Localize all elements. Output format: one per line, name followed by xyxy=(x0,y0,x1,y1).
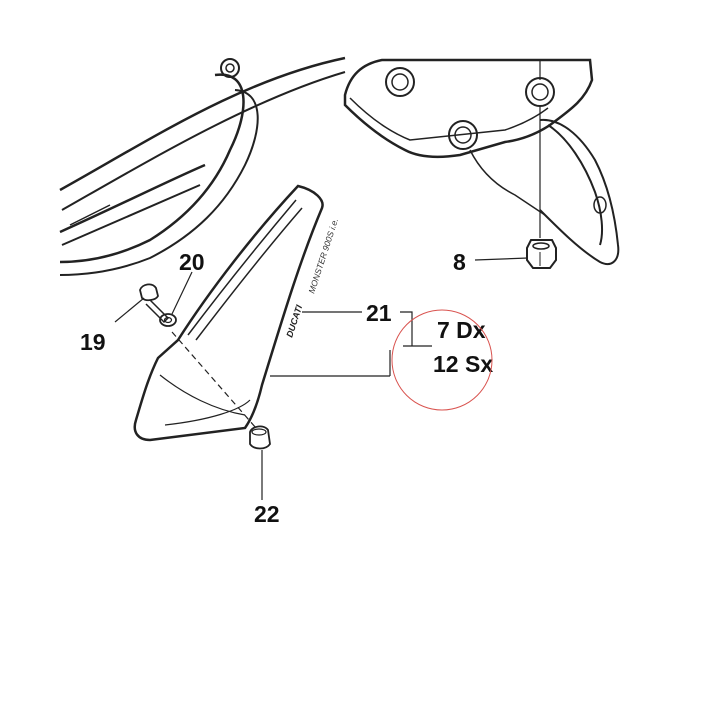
callout-19: 19 xyxy=(80,329,106,355)
mounting-bracket xyxy=(343,58,620,265)
callout-7-dx: 7 Dx xyxy=(437,317,486,343)
bracket-bolt-hole xyxy=(385,67,415,97)
frame-mount-nut xyxy=(220,58,240,78)
part-22-spacer xyxy=(249,425,271,450)
callout-12-sx: 12 Sx xyxy=(433,351,493,377)
assembly-axis-dashed xyxy=(171,331,257,429)
bracket-bolt-hole xyxy=(525,77,555,107)
callout-21: 21 xyxy=(366,300,392,326)
highlight-circle xyxy=(391,309,493,411)
part-21-side-cover: DUCATI MONSTER 900S i.e. xyxy=(133,184,340,442)
part-19-screw xyxy=(139,283,170,324)
leader-lines xyxy=(114,257,529,500)
frame-tubes xyxy=(59,56,346,276)
callout-8: 8 xyxy=(453,249,466,275)
bracket-bolt-hole xyxy=(448,120,478,150)
callout-22: 22 xyxy=(254,501,280,527)
callout-20: 20 xyxy=(179,249,205,275)
decal-brand: DUCATI xyxy=(284,303,304,338)
part-8-nut xyxy=(526,239,557,269)
part-20-washer xyxy=(159,313,177,327)
decal-model: MONSTER 900S i.e. xyxy=(306,217,340,295)
